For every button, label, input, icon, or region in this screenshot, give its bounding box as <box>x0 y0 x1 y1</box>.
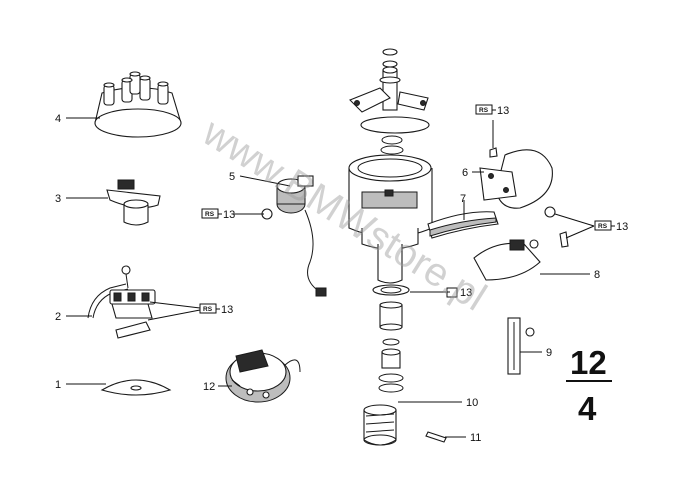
part-drive-gear[interactable] <box>363 404 397 446</box>
leader-lines <box>66 117 595 438</box>
callout-10: 10 <box>466 397 478 409</box>
callout-labels: 4 3 2 1 5 12 6 7 8 9 10 11 <box>55 113 600 444</box>
rs-ref-number: 13 <box>616 221 628 233</box>
page-subgroup-number: 4 <box>578 390 597 427</box>
part-shaft-spacers[interactable] <box>378 301 404 393</box>
part-advance-unit[interactable] <box>473 239 541 281</box>
watermark-text: www.BMWstore.pl <box>194 110 493 320</box>
rs-ref-label: RS <box>205 211 215 218</box>
part-contact-breaker[interactable] <box>87 265 156 339</box>
part-condenser[interactable] <box>261 175 327 297</box>
callout-12: 12 <box>203 381 215 393</box>
rs-ref-number: 13 <box>221 304 233 316</box>
part-washers-upper[interactable] <box>380 135 404 155</box>
callout-7: 7 <box>460 193 466 205</box>
rs-ref-label: RS <box>598 223 608 230</box>
rs-ref-badge-group-2[interactable]: RS 13 <box>199 303 233 316</box>
part-advance-mechanism[interactable] <box>349 48 430 134</box>
part-strap[interactable] <box>427 211 499 239</box>
callout-5: 5 <box>229 171 235 183</box>
callout-9: 9 <box>546 347 552 359</box>
rs-ref-badge-group-5[interactable]: RS 13 <box>594 220 628 233</box>
part-pin[interactable] <box>425 431 447 443</box>
part-rotor[interactable] <box>106 179 161 226</box>
callout-2: 2 <box>55 311 61 323</box>
part-felt-pad[interactable] <box>100 379 172 396</box>
part-distributor-housing[interactable] <box>348 154 433 284</box>
callout-1: 1 <box>55 379 61 391</box>
rs-ref-label: RS <box>203 306 213 313</box>
rs-ref-label: RS <box>479 107 489 114</box>
page-group-number: 12 <box>570 344 607 381</box>
callout-6: 6 <box>462 167 468 179</box>
callout-3: 3 <box>55 193 61 205</box>
part-shaft-pin[interactable] <box>507 317 535 375</box>
rs-ref-number: 13 <box>497 105 509 117</box>
rs-ref-badge-group-3[interactable]: RS 13 <box>475 104 509 117</box>
rs-ref-number: 13 <box>460 287 472 299</box>
part-vacuum-unit[interactable] <box>479 149 553 209</box>
rs-ref-badge-group-4[interactable]: 13 <box>446 287 472 299</box>
rs-ref-badge-group-1[interactable]: RS 13 <box>201 208 235 221</box>
callout-4: 4 <box>55 113 61 125</box>
part-distributor-cap[interactable] <box>94 71 182 138</box>
part-screws[interactable] <box>489 147 569 248</box>
part-breaker-plate[interactable] <box>225 349 301 403</box>
page-number: 12 4 <box>566 344 612 427</box>
callout-8: 8 <box>594 269 600 281</box>
callout-11: 11 <box>470 432 481 444</box>
part-shaft-washer[interactable] <box>372 284 410 296</box>
rs-ref-number: 13 <box>223 209 235 221</box>
